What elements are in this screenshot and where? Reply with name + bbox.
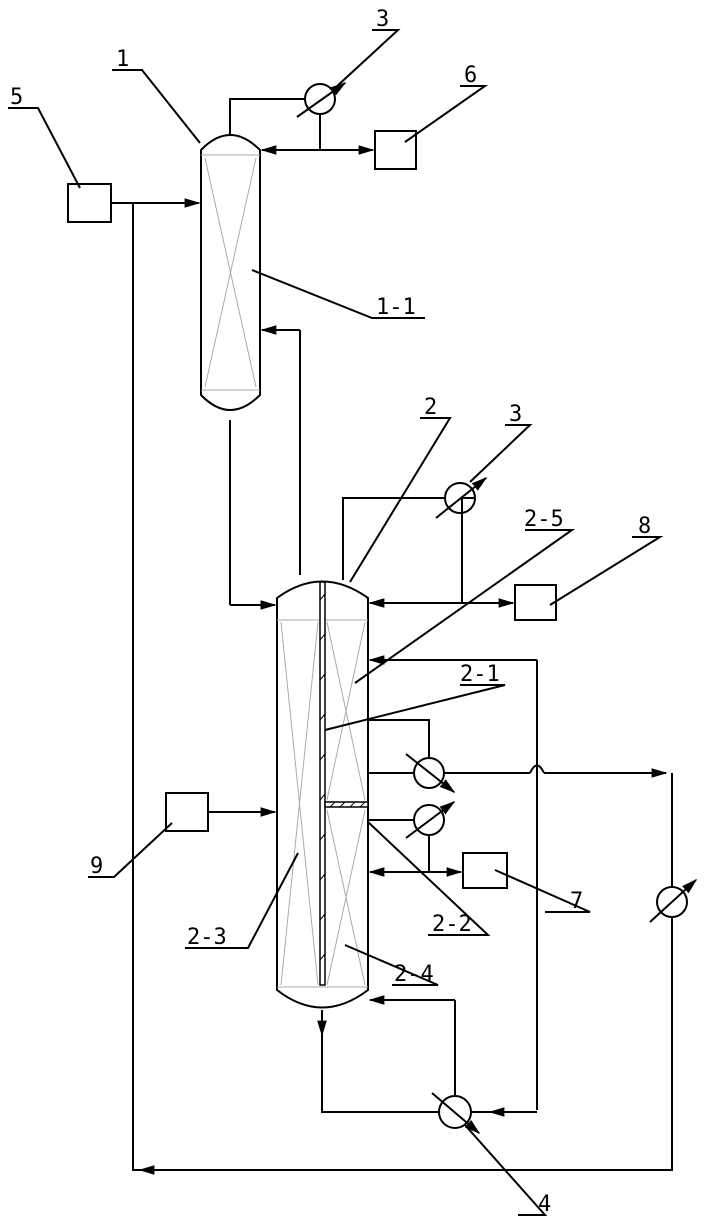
label-condenser-top: 3 <box>376 7 389 32</box>
label-section-2-5: 2-5 <box>524 507 564 532</box>
label-packing-1-1: 1-1 <box>376 295 416 320</box>
label-product-tank-7: 7 <box>570 889 583 914</box>
label-product-tank-6: 6 <box>464 63 477 88</box>
label-product-tank-8: 8 <box>638 514 651 539</box>
horizontal-plate <box>325 802 368 807</box>
product-tank-6 <box>375 131 416 169</box>
label-plate-2-2: 2-2 <box>432 912 472 937</box>
piping <box>111 99 672 1170</box>
label-reboiler-4: 4 <box>538 1192 551 1217</box>
label-feed-tank-5: 5 <box>10 85 23 110</box>
feed-tank-5 <box>68 184 111 222</box>
label-partition-2-1: 2-1 <box>460 662 500 687</box>
product-tank-8 <box>515 585 556 620</box>
label-feed-tank-9: 9 <box>90 854 103 879</box>
feed-tank-9 <box>166 793 208 831</box>
partition-wall <box>320 582 325 985</box>
column-1 <box>201 135 260 410</box>
product-tank-7 <box>463 853 507 888</box>
label-section-2-4: 2-4 <box>394 962 434 987</box>
label-column-1: 1 <box>116 47 129 72</box>
label-section-2-3: 2-3 <box>187 925 227 950</box>
label-column-2: 2 <box>424 395 437 420</box>
label-condenser-column-2: 3 <box>509 402 522 427</box>
